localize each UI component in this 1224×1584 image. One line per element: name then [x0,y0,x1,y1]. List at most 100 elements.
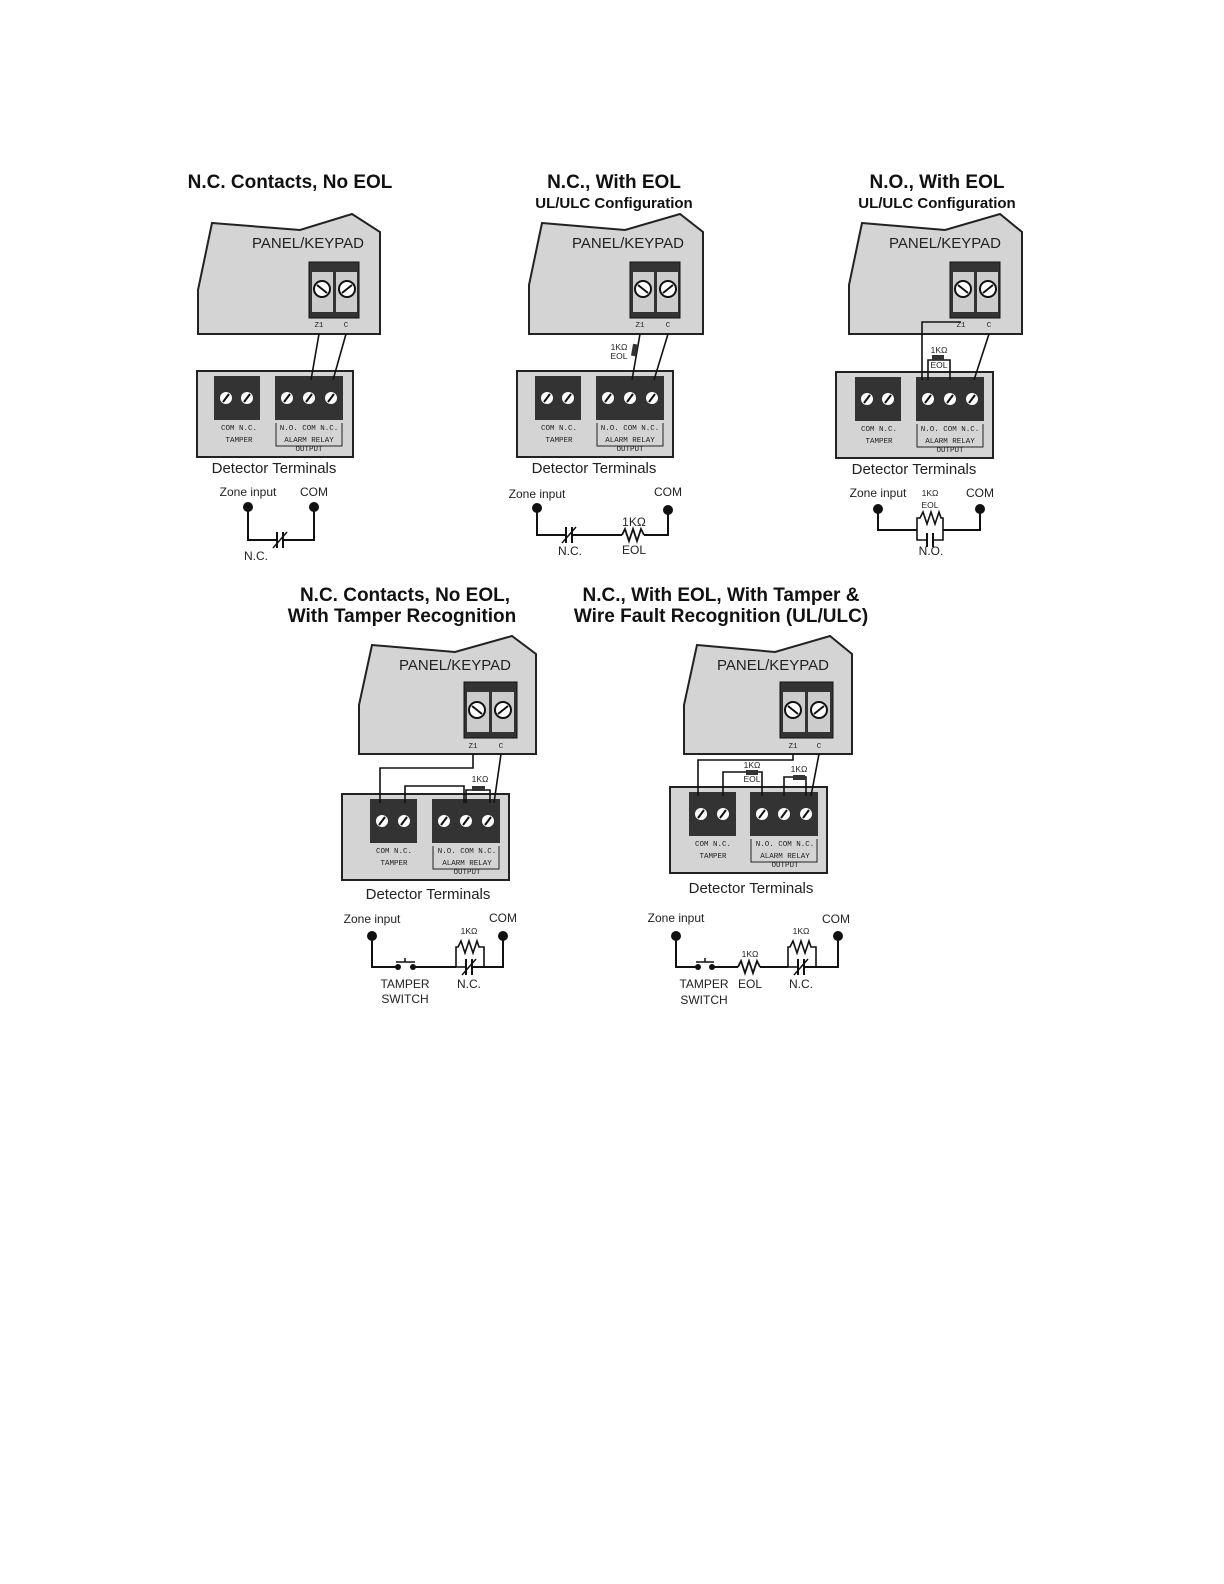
diagram-subtitle: UL/ULC Configuration [535,195,692,212]
c-label: C [344,322,349,330]
resistor-label: 1KΩ [791,764,808,774]
panel-label: PANEL/KEYPAD [572,235,684,252]
zone-input-label: Zone input [344,912,401,926]
zone-input-label: Zone input [220,485,277,499]
alarm-relay-label: ALARM RELAY [442,860,492,868]
eol-resistor [630,343,638,357]
panel-terminal-block [463,681,518,739]
alarm-relay-label: ALARM RELAY [925,438,975,446]
wires [310,333,347,381]
diagram-title: N.C., With EOL, With Tamper & [583,585,860,606]
nc-label: N.C. [457,977,481,991]
eol-resistor [932,355,944,360]
wires [697,753,820,797]
z1-label: Z1 [956,322,966,330]
resistor-label: 1KΩ [472,774,489,784]
tamper-terms-label: COM N.C. [695,841,731,849]
tamper-switch-label-1: TAMPER [380,977,429,991]
output-label: OUTPUT [295,446,323,454]
panel-label: PANEL/KEYPAD [889,235,1001,252]
tamper-switch-label-1: TAMPER [679,977,728,991]
eol-label: EOL [921,500,938,510]
c-label: C [499,743,504,751]
com-label: COM [489,911,517,925]
nc-label: N.C. [789,977,813,991]
detector-terminals-label: Detector Terminals [212,460,337,477]
eol-label: EOL [930,360,947,370]
eol-label: EOL [610,351,627,361]
panel-keypad: PANEL/KEYPAD Z1 C [197,212,381,335]
tamper-terms-label: COM N.C. [221,425,257,433]
panel-label: PANEL/KEYPAD [252,235,364,252]
output-label: OUTPUT [771,862,799,870]
nc-label: N.C. [558,544,582,558]
no-label: N.O. [919,544,944,558]
tamper-label: TAMPER [865,438,893,446]
diagram-subtitle: With Tamper Recognition [288,606,517,627]
output-label: OUTPUT [936,447,964,455]
resistor [793,775,805,780]
diagram-nc-eol-tamper-wirefault: N.C., With EOL, With Tamper & Wire Fault… [574,585,868,1007]
diagram-nc-with-eol: N.C., With EOL UL/ULC Configuration PANE… [509,172,704,558]
com-label: COM [966,486,994,500]
c-label: C [987,322,992,330]
tamper-switch-label-2: SWITCH [680,993,727,1007]
alarm-relay-label: ALARM RELAY [605,437,655,445]
alarm-relay-label: ALARM RELAY [284,437,334,445]
tamper-terms-label: COM N.C. [376,848,412,856]
resistor-label: 1KΩ [622,515,646,529]
z1-label: Z1 [788,743,798,751]
panel-label: PANEL/KEYPAD [717,657,829,674]
z1-label: Z1 [635,322,645,330]
detector-block: COM N.C. TAMPER N.O. COM N.C. ALARM RELA… [516,370,674,458]
diagram-title: N.C. Contacts, No EOL [188,172,393,193]
eol-label: EOL [743,774,760,784]
detector-block: COM N.C. TAMPER N.O. COM N.C. ALARM RELA… [835,371,994,459]
panel-terminal-block [629,261,681,319]
c-label: C [817,743,822,751]
z1-label: Z1 [314,322,324,330]
eol-label: EOL [622,543,646,557]
resistor [472,786,485,791]
resistor-label: 1KΩ [793,926,810,936]
detector-block: COM N.C. TAMPER N.O. COM N.C. ALARM RELA… [196,370,354,458]
c-label: C [666,322,671,330]
zone-input-label: Zone input [509,487,566,501]
eol-label: EOL [738,977,762,991]
relay-terms-label: N.O. COM N.C. [601,425,660,433]
diagram-nc-no-eol-tamper: N.C. Contacts, No EOL, With Tamper Recog… [288,585,537,1006]
schematic: Zone input COM N.C. 1KΩ EOL [509,485,682,558]
panel-terminal-block [308,261,360,319]
resistor-label: 1KΩ [611,342,628,352]
detector-block: COM N.C. TAMPER N.O. COM N.C. ALARM RELA… [669,786,828,874]
panel-keypad: PANEL/KEYPAD Z1 C [848,212,1023,335]
panel-keypad: PANEL/KEYPAD Z1 C [358,634,537,755]
tamper-label: TAMPER [225,437,253,445]
alarm-relay-label: ALARM RELAY [760,853,810,861]
zone-input-label: Zone input [850,486,907,500]
tamper-terms-label: COM N.C. [541,425,577,433]
com-label: COM [654,485,682,499]
detector-terminals-label: Detector Terminals [366,886,491,903]
schematic: Zone input COM N.C. [220,485,328,563]
panel-keypad: PANEL/KEYPAD Z1 C [528,212,704,335]
panel-terminal-block [779,681,834,739]
schematic: Zone input COM 1KΩ 1KΩ T [648,911,850,1007]
wires [631,333,669,381]
schematic: Zone input COM 1KΩ TAMPER SWITCH N [344,911,517,1006]
relay-terms-label: N.O. COM N.C. [756,841,815,849]
panel-terminal-block [949,261,1001,319]
resistor-label: 1KΩ [742,949,759,959]
resistor-label: 1KΩ [922,488,939,498]
eol-resistor [746,770,758,775]
resistor-label: 1KΩ [744,760,761,770]
diagram-subtitle: UL/ULC Configuration [858,195,1015,212]
relay-terms-label: N.O. COM N.C. [921,426,980,434]
z1-label: Z1 [468,743,478,751]
detector-terminals-label: Detector Terminals [852,461,977,478]
tamper-label: TAMPER [545,437,573,445]
output-label: OUTPUT [616,446,644,454]
diagram-title: N.C., With EOL [547,172,681,193]
